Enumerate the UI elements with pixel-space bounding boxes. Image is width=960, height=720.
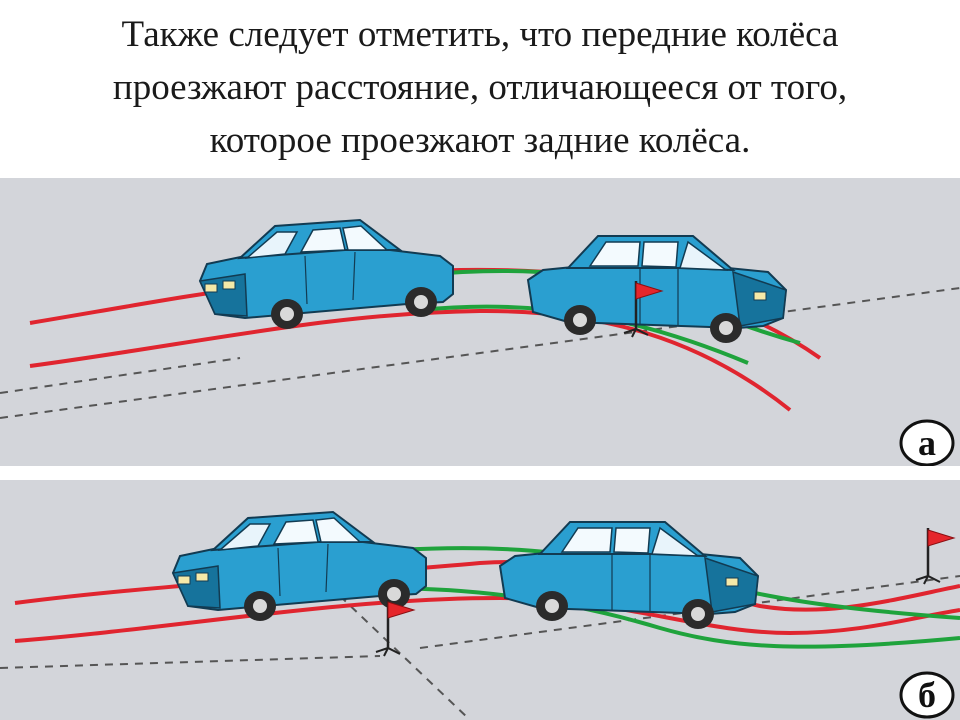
lane-markings-a — [0, 287, 960, 419]
title-line-3: которое проезжают задние колёса. — [209, 120, 751, 161]
panel-label-a: а — [899, 419, 955, 467]
turning-tracks-figure: а б — [0, 178, 960, 720]
panel-a: а — [0, 178, 960, 467]
panel-label-b: б — [899, 671, 955, 719]
svg-text:б: б — [918, 675, 936, 715]
slide-title: Также следует отметить, что передние кол… — [40, 8, 920, 168]
svg-text:а: а — [918, 423, 936, 463]
title-line-1: Также следует отметить, что передние кол… — [121, 14, 839, 55]
title-line-2: проезжают расстояние, отличающееся от то… — [112, 67, 848, 108]
panel-b: б — [0, 480, 960, 720]
